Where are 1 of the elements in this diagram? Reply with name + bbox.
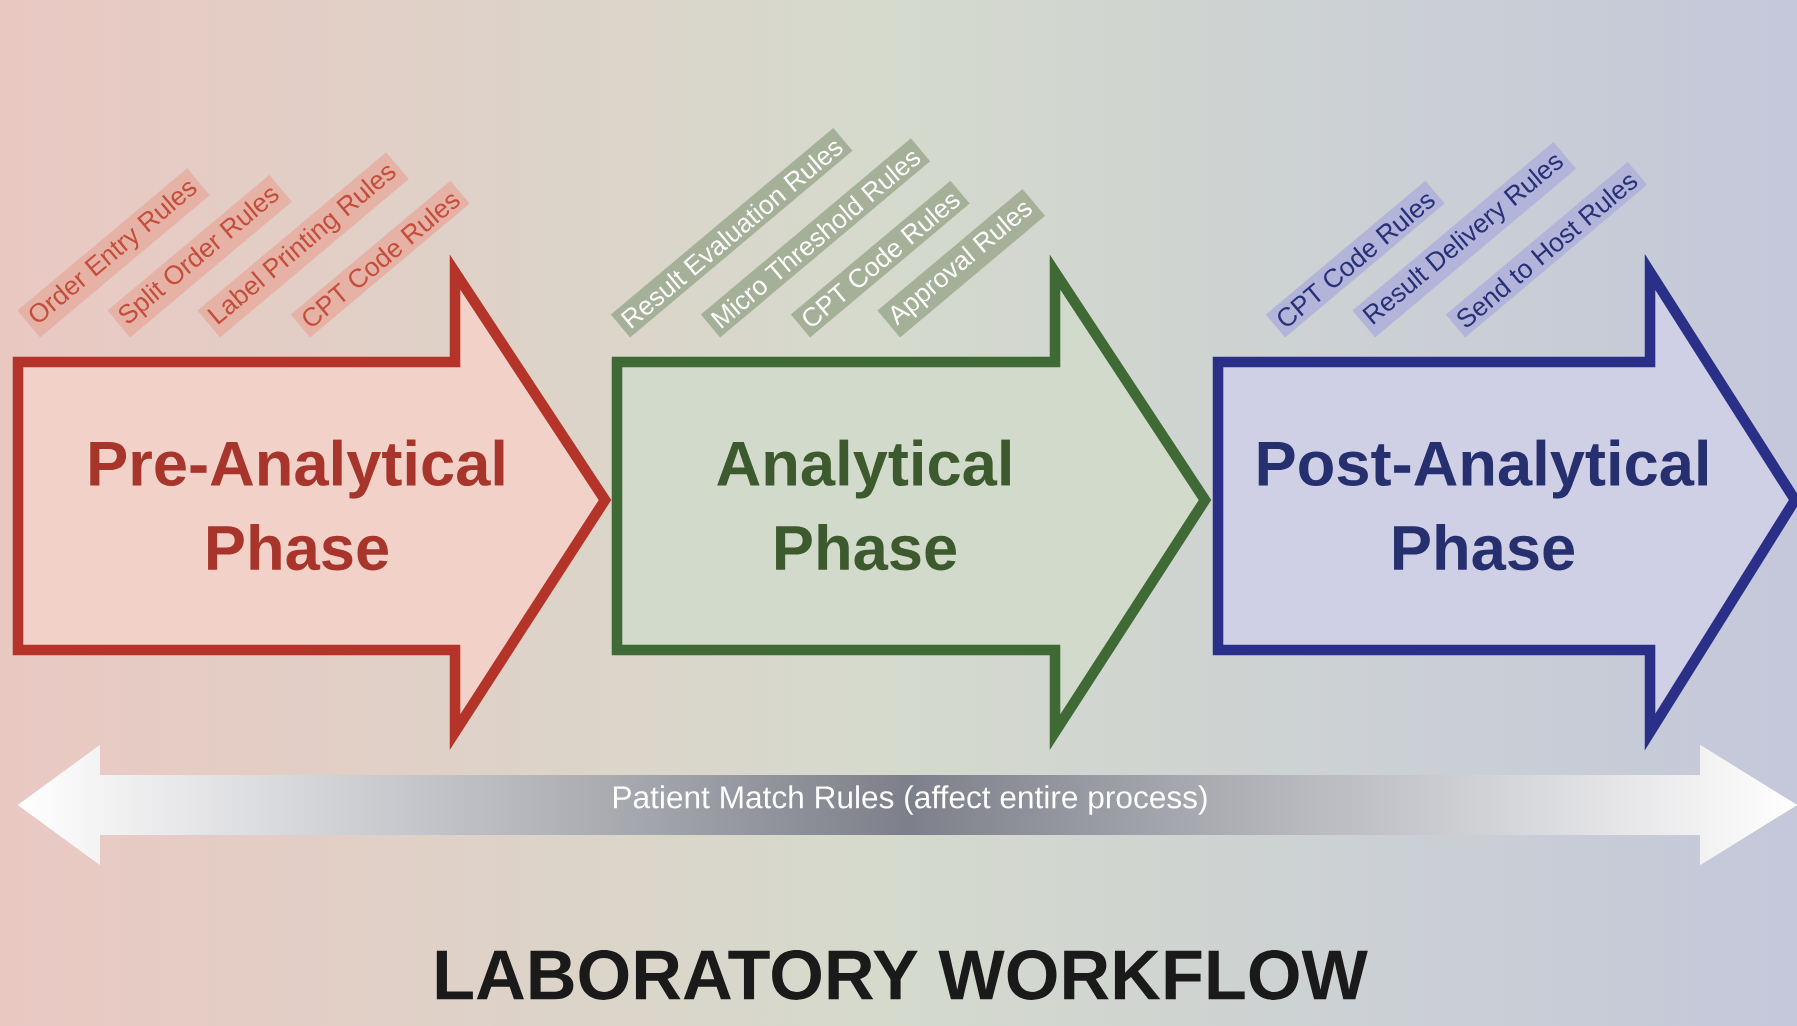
title: LABORATORY WORKFLOW <box>436 950 1368 1000</box>
